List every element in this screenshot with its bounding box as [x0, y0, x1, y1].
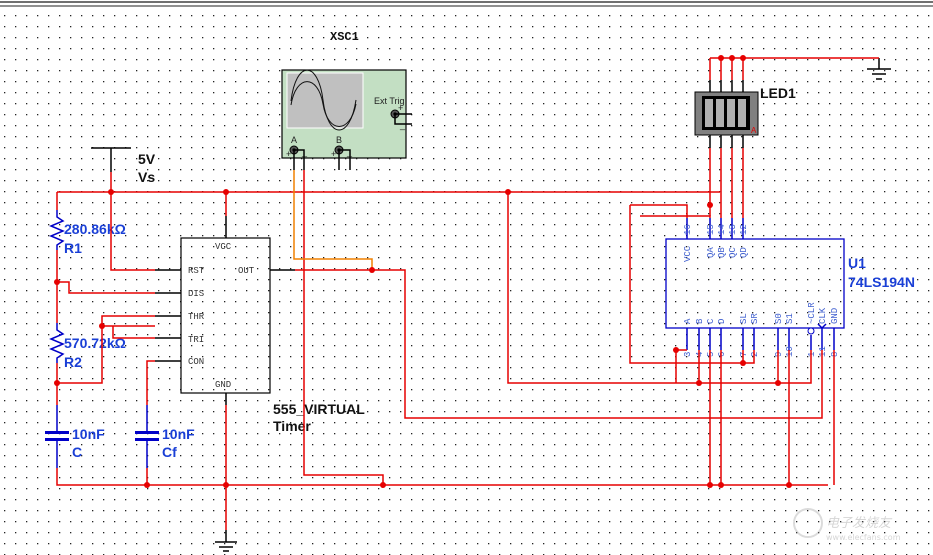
u1-pin-number: 8	[830, 352, 840, 357]
u1-pin-name: B	[695, 318, 705, 324]
pin-rst: RST	[188, 266, 205, 276]
svg-text:www.elecfans.com: www.elecfans.com	[826, 533, 901, 542]
pin-vcc: VCC	[215, 242, 232, 252]
junctions	[54, 55, 792, 488]
u1-ref: U1	[848, 255, 866, 271]
pin-con: CON	[188, 357, 204, 367]
c-ref: C	[72, 444, 82, 460]
r1-value: 280.86kΩ	[64, 221, 126, 237]
grid-background	[0, 8, 933, 555]
u1-pin-name: D	[717, 319, 727, 324]
u1-pin-number: 5	[706, 352, 716, 357]
capacitor-c[interactable]: 10nF C	[45, 405, 105, 468]
pin-out: OUT	[238, 266, 255, 276]
u1-pin-number: 3	[683, 352, 693, 357]
u1-pin-number: 6	[717, 352, 727, 357]
pin-thr: THR	[188, 312, 205, 322]
u1-pin-name: SL	[739, 313, 749, 324]
wires	[56, 57, 879, 530]
u1-pin-name: GND	[830, 308, 840, 324]
u1-pin-name: S0	[774, 313, 784, 324]
u1-pin-number: 16	[683, 224, 693, 235]
channel-a-label: A	[291, 135, 297, 145]
svg-text:_: _	[399, 120, 406, 130]
u1-pin-name: CLK	[818, 307, 828, 324]
svg-text:+: +	[398, 103, 403, 113]
u1-pin-name: QC	[728, 247, 738, 258]
u1-pin-number: 12	[739, 224, 749, 235]
oscilloscope-ref: XSC1	[330, 30, 359, 44]
resistor-r2[interactable]: 570.72kΩ R2	[49, 323, 126, 370]
u1-pin-number: 13	[728, 224, 738, 235]
watermark: 电子发烧友 www.elecfans.com	[793, 508, 901, 542]
timer-type: Timer	[273, 418, 311, 434]
u1-pin-number: 15	[706, 224, 716, 235]
u1-pin-name: C	[706, 318, 716, 324]
scope-channel-a-wire	[293, 170, 373, 270]
oscilloscope-xsc1[interactable]: XSC1 Ext Trig A B + _ + _ + _	[281, 30, 412, 170]
pin-dis: DIS	[188, 289, 204, 299]
pin-tri: TRI	[188, 335, 204, 345]
cf-value: 10nF	[162, 426, 195, 442]
voltage-source-vs[interactable]: 5V Vs	[91, 147, 156, 185]
r1-ref: R1	[64, 240, 82, 256]
u1-pin-name: SR	[750, 313, 760, 324]
ground-symbol-bottom	[215, 530, 237, 552]
u1-pin-number: 11	[818, 346, 828, 357]
led-ref: LED1	[760, 85, 796, 101]
ext-trig-label: Ext Trig	[374, 96, 405, 106]
u1-pin-number: 10	[785, 346, 795, 357]
supply-value: 5V	[138, 151, 156, 167]
cf-ref: Cf	[162, 444, 177, 460]
u1-pin-number: 9	[774, 352, 784, 357]
u1-pin-name: ~CLR	[807, 302, 817, 324]
svg-text:+: +	[331, 149, 336, 159]
channel-b-label: B	[336, 135, 342, 145]
oscilloscope-screen	[286, 72, 364, 129]
u1-pin-name: A	[683, 318, 693, 324]
u1-pin-name: QB	[717, 247, 727, 258]
u1-pin-name: QD	[739, 247, 749, 258]
svg-text:电子发烧友: 电子发烧友	[826, 516, 893, 531]
u1-pin-number: 1	[807, 352, 817, 357]
u1-pin-name: S1	[785, 313, 795, 324]
u1-pin-number: 7	[739, 352, 749, 357]
u1-pin-name: QA	[706, 247, 716, 258]
r2-value: 570.72kΩ	[64, 335, 126, 351]
u1-pin-number: 14	[717, 224, 727, 235]
shift-register-u1[interactable]: U1 74LS194N 16VCC15QA14QB13QC12QDA3B4C5D…	[665, 218, 915, 357]
u1-model: 74LS194N	[848, 274, 915, 290]
u1-pin-name: VCC	[683, 245, 693, 262]
svg-text:A: A	[751, 126, 757, 135]
r2-ref: R2	[64, 354, 82, 370]
timer-model: 555_VIRTUAL	[273, 401, 365, 417]
timer-555[interactable]: VCC RST OUT DIS THR TRI CON GND 555_VIRT…	[155, 216, 365, 434]
capacitor-cf[interactable]: 10nF Cf	[135, 405, 195, 468]
svg-text:+: +	[286, 149, 291, 159]
top-border	[0, 0, 933, 8]
supply-ref: Vs	[138, 169, 155, 185]
c-value: 10nF	[72, 426, 105, 442]
u1-pin-number: 2	[750, 352, 760, 357]
ground-symbol-top	[867, 58, 891, 80]
pin-gnd: GND	[215, 380, 231, 390]
u1-pin-number: 4	[695, 352, 705, 357]
led-bar-led1[interactable]: A LED1	[694, 80, 796, 148]
